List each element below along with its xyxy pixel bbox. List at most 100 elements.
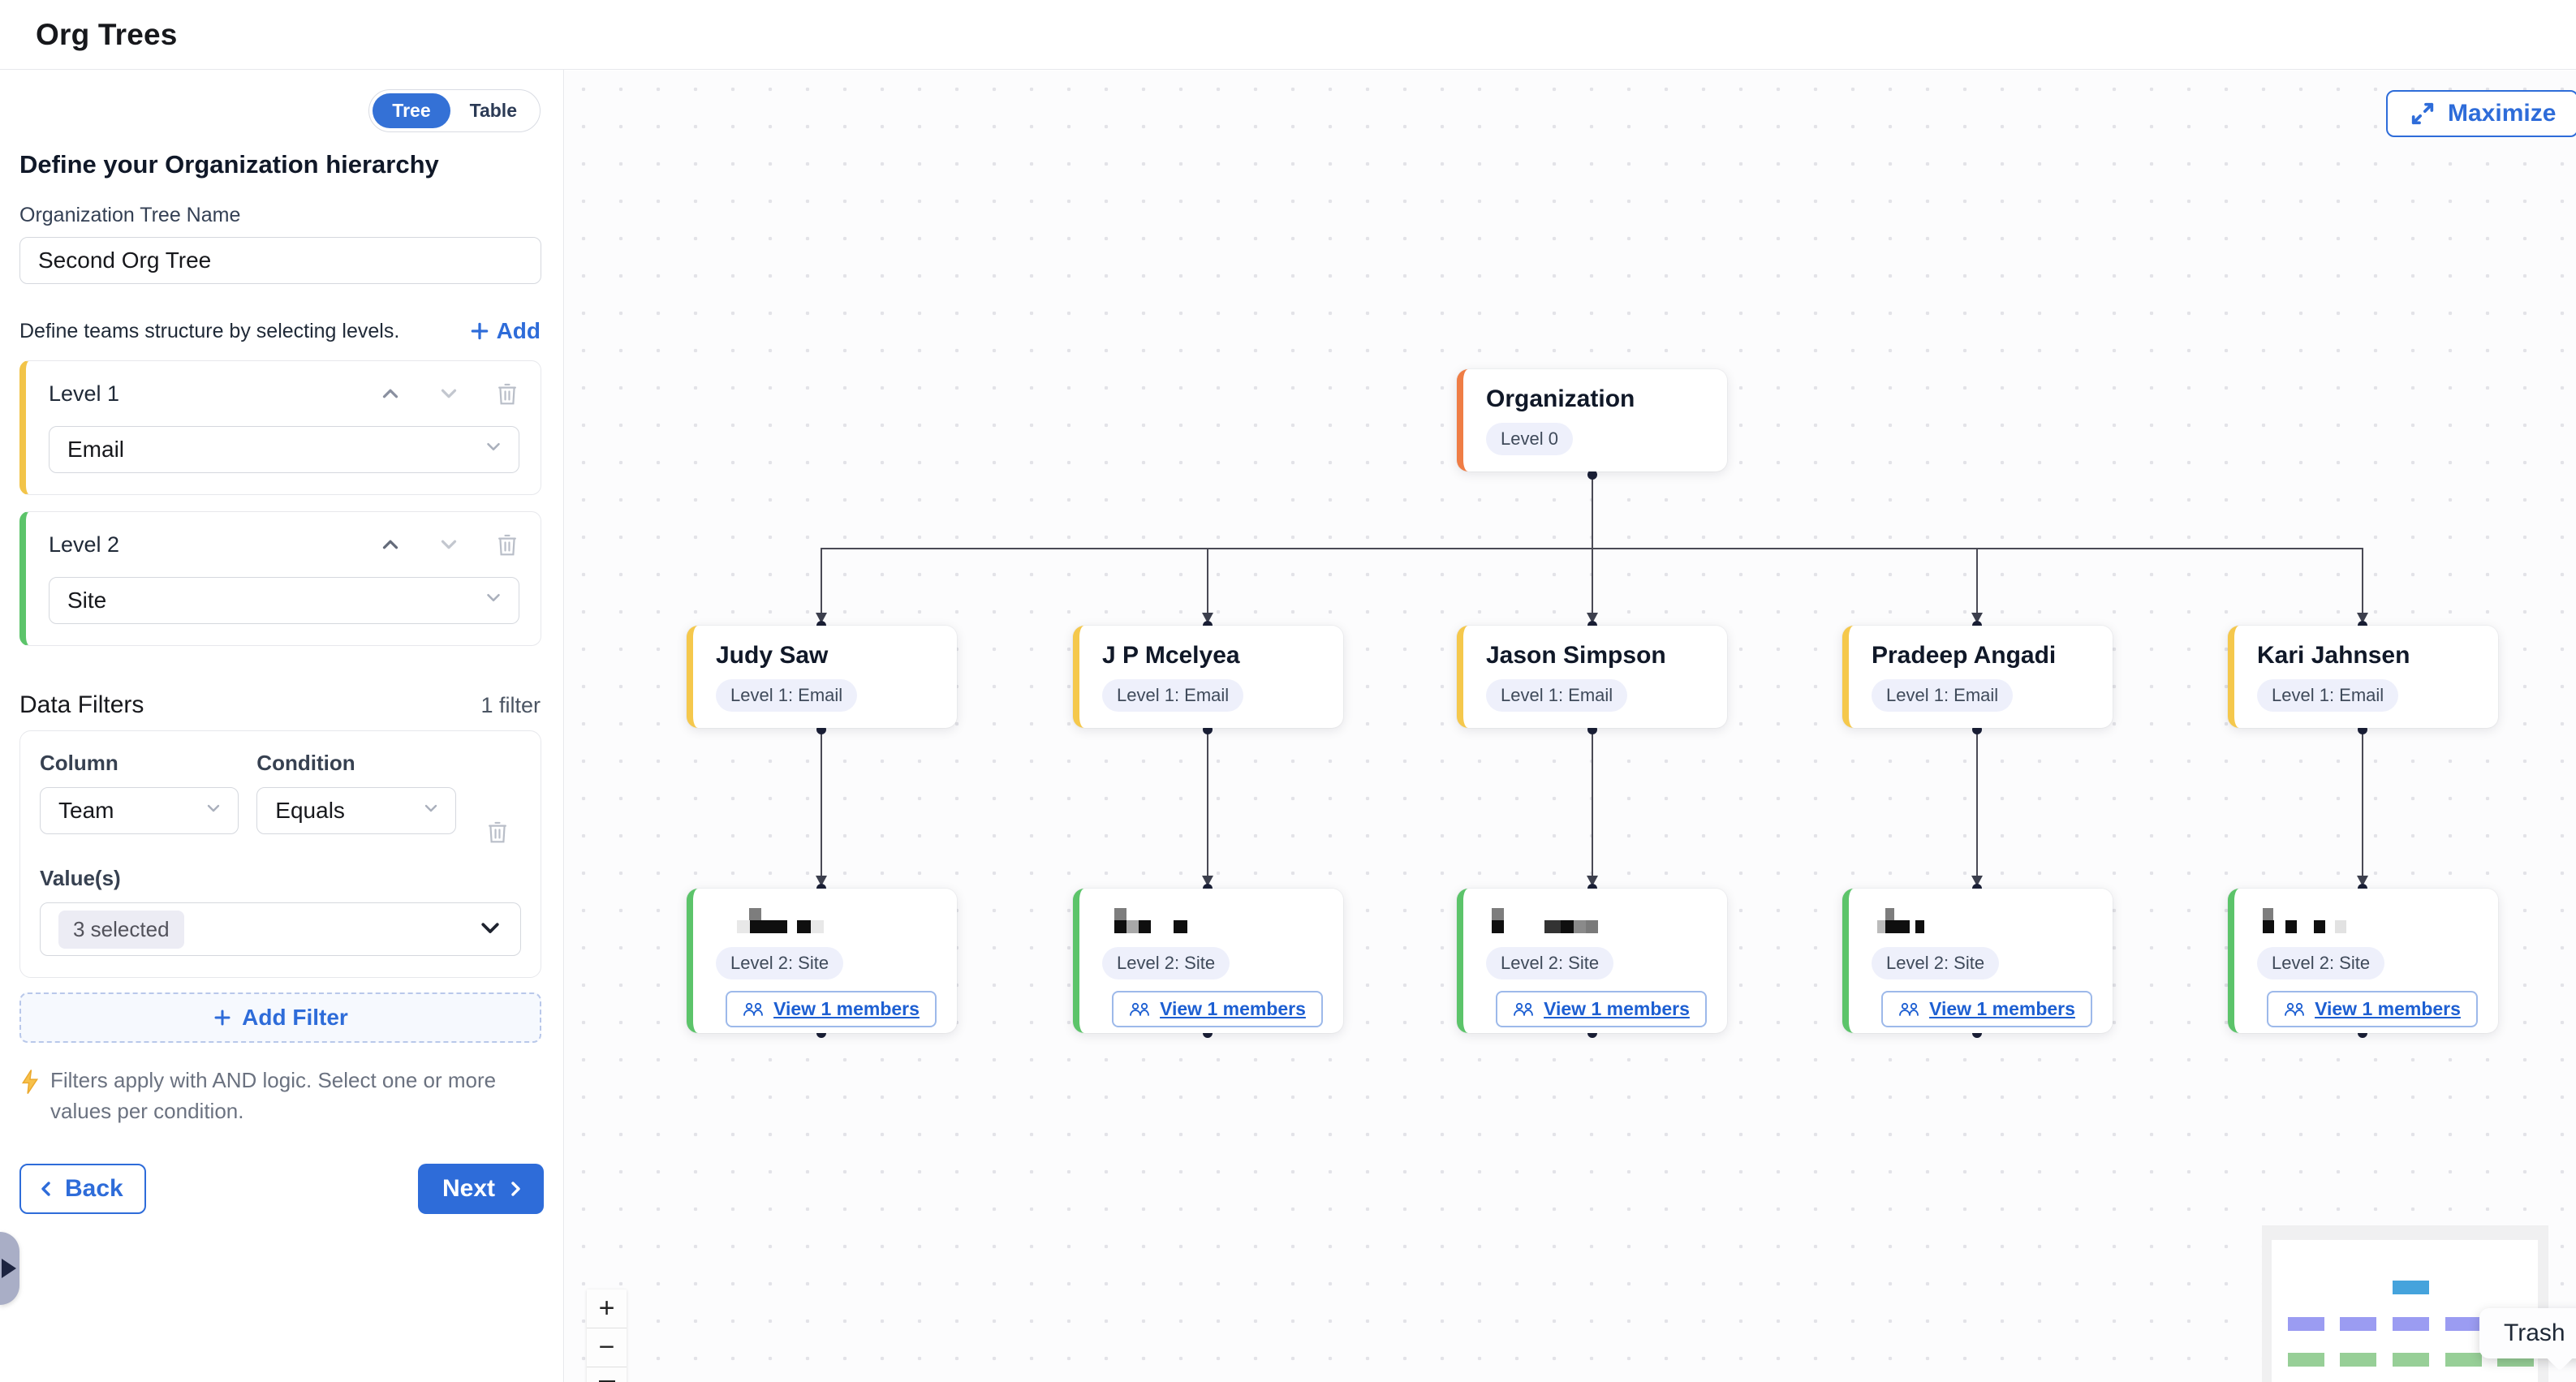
next-label: Next — [442, 1175, 495, 1203]
tree-node-level1[interactable]: Jason Simpson Level 1: Email — [1457, 626, 1727, 728]
add-level-button[interactable]: Add — [469, 318, 541, 344]
view-members-button[interactable]: View 1 members — [1496, 991, 1707, 1027]
filters-note-text: Filters apply with AND logic. Select one… — [50, 1068, 497, 1123]
trash-icon — [498, 534, 516, 556]
node-level-badge: Level 2: Site — [2257, 947, 2385, 979]
tree-name-input[interactable] — [19, 237, 541, 284]
toggle-option-tree[interactable]: Tree — [373, 93, 450, 128]
chevron-left-icon — [41, 1182, 50, 1197]
level-1-select-value: Email — [67, 437, 125, 462]
tooltip-text: Trash — [2504, 1320, 2565, 1346]
tree-node-level1[interactable]: Kari Jahnsen Level 1: Email — [2228, 626, 2498, 728]
node-level-badge: Level 2: Site — [1102, 947, 1230, 979]
tree-node-level2[interactable]: Level 2: Site View 1 members — [687, 889, 957, 1033]
zoom-in-button[interactable]: + — [587, 1289, 627, 1328]
sidebar-collapse-handle[interactable] — [0, 1232, 19, 1305]
move-level-down-button[interactable] — [437, 532, 461, 557]
node-level-badge: Level 2: Site — [1486, 947, 1614, 979]
view-members-label: View 1 members — [1544, 998, 1690, 1019]
back-button[interactable]: Back — [19, 1164, 146, 1215]
move-level-down-button[interactable] — [437, 381, 461, 406]
top-header: Org Trees — [0, 0, 2576, 70]
minimap-level2-node — [2340, 1353, 2376, 1367]
level-2-label: Level 2 — [49, 532, 120, 557]
tree-node-level1[interactable]: J P Mcelyea Level 1: Email — [1073, 626, 1343, 728]
node-title: Pradeep Angadi — [1872, 642, 2057, 669]
minimap-level1-node — [2340, 1317, 2376, 1331]
fit-view-icon — [598, 1380, 615, 1382]
filter-values-select[interactable]: 3 selected — [40, 902, 521, 956]
level-2-column-select[interactable]: Site — [49, 577, 519, 624]
level-1-label: Level 1 — [49, 381, 120, 406]
node-title: Judy Saw — [716, 642, 829, 669]
node-level-badge: Level 1: Email — [1102, 679, 1244, 712]
delete-filter-button[interactable] — [474, 819, 521, 845]
chevron-up-icon — [382, 389, 398, 398]
minimap-level2-node — [2288, 1353, 2324, 1367]
org-tree-canvas[interactable]: Maximize — [565, 71, 2576, 1382]
node-title: Organization — [1486, 385, 1635, 412]
tree-node-level1[interactable]: Pradeep Angadi Level 1: Email — [1842, 626, 2113, 728]
data-filters-heading: Data Filters — [19, 691, 144, 718]
tree-node-level2[interactable]: Level 2: Site View 1 members — [2228, 889, 2498, 1033]
tree-name-label: Organization Tree Name — [19, 204, 241, 226]
chevron-down-icon — [441, 540, 457, 549]
minimap[interactable] — [2262, 1225, 2548, 1382]
zoom-out-button[interactable]: − — [587, 1328, 627, 1367]
trash-tooltip: Trash — [2479, 1308, 2576, 1371]
level-1-column-select[interactable]: Email — [49, 426, 519, 473]
delete-level-button[interactable] — [495, 532, 519, 558]
move-level-up-button[interactable] — [378, 381, 403, 406]
trash-icon — [488, 821, 506, 843]
minimap-level1-node — [2393, 1317, 2429, 1331]
tree-node-level2[interactable]: Level 2: Site View 1 members — [1073, 889, 1343, 1033]
delete-level-button[interactable] — [495, 381, 519, 407]
view-members-label: View 1 members — [773, 998, 920, 1019]
node-title: Jason Simpson — [1486, 642, 1666, 669]
members-icon — [1130, 1002, 1149, 1016]
node-level-badge: Level 0 — [1486, 423, 1573, 455]
chevron-right-icon — [511, 1182, 520, 1197]
add-level-label: Add — [496, 318, 541, 343]
trash-icon — [498, 383, 516, 405]
view-members-label: View 1 members — [1160, 998, 1306, 1019]
filter-column-select[interactable]: Team — [40, 787, 239, 834]
page-title: Org Trees — [36, 17, 178, 51]
tree-node-level1[interactable]: Judy Saw Level 1: Email — [687, 626, 957, 728]
minimap-level1-node — [2445, 1317, 2482, 1331]
maximize-button[interactable]: Maximize — [2386, 90, 2576, 137]
tree-node-root[interactable]: Organization Level 0 — [1457, 369, 1727, 471]
members-icon — [1514, 1002, 1533, 1016]
node-level-badge: Level 1: Email — [1486, 679, 1628, 712]
plus-icon — [471, 322, 488, 340]
move-level-up-button[interactable] — [378, 532, 403, 557]
filter-condition-select[interactable]: Equals — [256, 787, 456, 834]
maximize-label: Maximize — [2448, 100, 2557, 127]
filter-card: Column Team Condition Equals — [19, 730, 541, 978]
node-level-badge: Level 1: Email — [716, 679, 858, 712]
fit-view-button[interactable] — [587, 1367, 627, 1382]
selected-values-chip: 3 selected — [58, 910, 184, 949]
view-members-button[interactable]: View 1 members — [2267, 991, 2478, 1027]
chevron-up-icon — [382, 540, 398, 549]
view-members-button[interactable]: View 1 members — [1112, 991, 1323, 1027]
level-card-1: Level 1 Email — [19, 360, 541, 495]
tree-node-level2[interactable]: Level 2: Site View 1 members — [1842, 889, 2113, 1033]
view-members-button[interactable]: View 1 members — [726, 991, 937, 1027]
node-title: J P Mcelyea — [1102, 642, 1240, 669]
toggle-option-table[interactable]: Table — [469, 100, 517, 121]
chevron-down-icon — [478, 915, 502, 944]
node-level-badge: Level 1: Email — [2257, 679, 2399, 712]
minimap-level1-node — [2288, 1317, 2324, 1331]
redacted-name — [1872, 905, 2093, 937]
node-level-badge: Level 2: Site — [1872, 947, 2000, 979]
add-filter-button[interactable]: Add Filter — [19, 992, 541, 1043]
tree-node-level2[interactable]: Level 2: Site View 1 members — [1457, 889, 1727, 1033]
arrow-right-icon — [2, 1259, 16, 1278]
minimap-level2-node — [2393, 1353, 2429, 1367]
view-toggle-row: Tree Table — [19, 89, 541, 132]
next-button[interactable]: Next — [417, 1164, 544, 1215]
members-icon — [1899, 1002, 1919, 1016]
view-members-button[interactable]: View 1 members — [1881, 991, 2092, 1027]
